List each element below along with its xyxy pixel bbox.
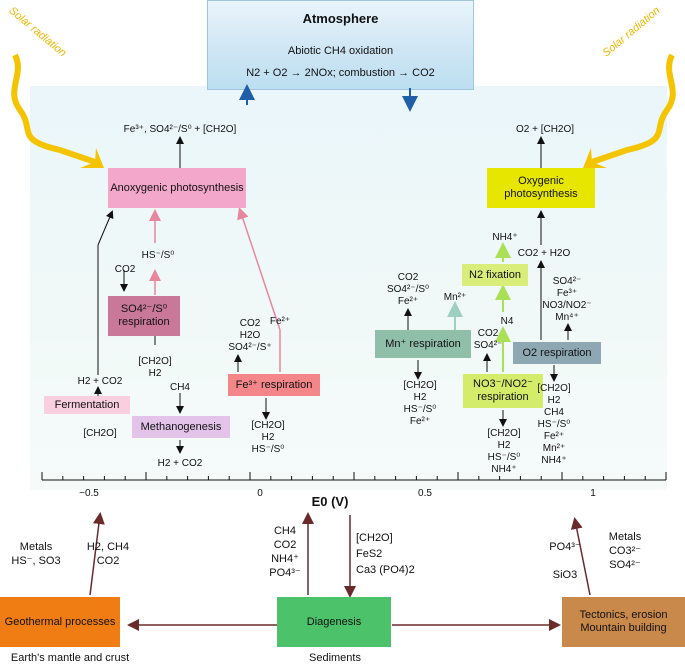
atmosphere-line1: Abiotic CH4 oxidation (287, 45, 394, 57)
geothermal-left-outputs: Metals HS⁻, SO3 (11, 541, 61, 567)
geothermal-right-outputs: H2, CH4 CO2 (86, 541, 130, 567)
diagenesis-outputs: CH4 CO2 NH4⁺ PO4³⁻ (269, 525, 301, 579)
sulfate-respiration-box: SO4²⁻/S⁰ respiration (108, 296, 180, 336)
h2-co2-label: H2 + CO2 (77, 376, 123, 387)
n2-fixation-box: N2 fixation (462, 264, 528, 286)
tick-label: 0.5 (418, 488, 432, 499)
oxygenic-photosynthesis-box: Oxygenic photosynthesis (487, 168, 595, 208)
sediments-label: Sediments (309, 652, 361, 664)
o2-inputs: [CH2O] H2 CH4 HS⁻/S⁰ Fe²⁺ Mn²⁺ NH4⁺ (537, 383, 571, 466)
tectonics-left-outputs: PO4³⁻ SiO3 (549, 541, 581, 581)
mn2-label: Mn²⁺ (443, 292, 467, 303)
anox-product: Fe³⁺, SO4²⁻/S⁰ + [CH2O] (123, 124, 237, 135)
co2-label: CO2 (114, 264, 136, 275)
earth-label: Earth's mantle and crust (10, 652, 130, 664)
no3-respiration-box: NO3⁻/NO2⁻ respiration (463, 374, 543, 408)
co2-h2o-label: CO2 + H2O (517, 248, 571, 259)
mn-respiration-box: Mn⁺ respiration (375, 330, 471, 358)
o2-respiration-box: O2 respiration (513, 342, 601, 364)
hs-s0-label: HS⁻/S⁰ (141, 250, 175, 261)
fe2-label: Fe²⁺ (269, 316, 291, 327)
fe-inputs: [CH2O] H2 HS⁻/S⁰ (251, 420, 285, 455)
fe-outputs: CO2 H2O SO4²⁻/S⁺ (228, 318, 272, 353)
tectonics-box: Tectonics, erosion Mountain building (562, 597, 685, 647)
diagenesis-box: Diagenesis (277, 597, 391, 647)
n4-label: N4 (500, 316, 514, 327)
sulfate-inputs: [CH2O] H2 (138, 356, 172, 379)
tick-label: 0 (257, 488, 263, 499)
atmosphere-line2: N2 + O2 → 2NOx; combustion → CO2 (246, 67, 435, 79)
diagenesis-inputs: [CH2O] FeS2 Ca3 (PO4)2 (356, 532, 415, 576)
o2-outputs: SO4²⁻ Fe³⁺ NO3/NO2⁻ Mn⁴⁺ (542, 276, 592, 323)
atmosphere-panel: Atmosphere Abiotic CH4 oxidation N2 + O2… (207, 0, 474, 90)
tick-label: 1 (590, 488, 596, 499)
atmosphere-title: Atmosphere (302, 11, 379, 26)
axis-title: E0 (V) (311, 494, 349, 509)
methanogenesis-box: Methanogenesis (132, 416, 230, 438)
no3-outputs: CO2 SO4²⁻ (473, 328, 503, 351)
methanogenesis-input: H2 + CO2 (157, 458, 203, 469)
fe3-respiration-box: Fe³⁺ respiration (228, 374, 320, 396)
tectonics-right-outputs: Metals CO3²⁻ SO4²⁻ (608, 531, 642, 571)
no3-inputs: [CH2O] H2 HS⁻/S⁰ NH4⁺ (487, 428, 521, 475)
tick-label: −0.5 (79, 488, 99, 499)
geothermal-box: Geothermal processes (0, 597, 120, 647)
fermentation-input: [CH2O] (83, 428, 117, 439)
fermentation-box: Fermentation (44, 396, 130, 414)
ch4-label: CH4 (169, 382, 190, 393)
mn-inputs: [CH2O] H2 HS⁻/S⁰ Fe²⁺ (403, 380, 437, 427)
anoxygenic-photosynthesis-box: Anoxygenic photosynthesis (108, 168, 246, 208)
oxy-product: O2 + [CH2O] (515, 124, 575, 135)
mn-outputs: CO2 SO4²⁻/S⁰ Fe²⁺ (386, 272, 430, 307)
nh4-label: NH4⁺ (492, 232, 518, 243)
